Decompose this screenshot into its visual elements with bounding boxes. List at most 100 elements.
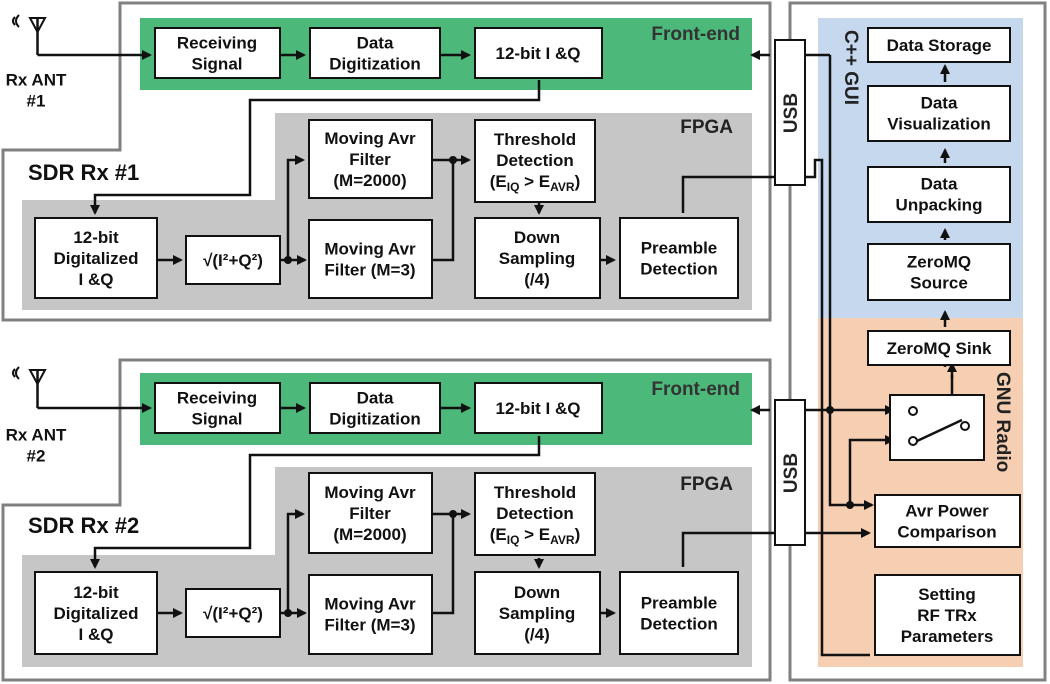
rx1-preamble-line-1: Detection	[640, 260, 717, 279]
gnuradio-label: GNU Radio	[992, 372, 1013, 472]
rx2-mavr_2000-line-2: (M=2000)	[333, 525, 406, 544]
rx2-digitalized-line-1: Digitalized	[53, 604, 138, 623]
rx2-iq12-block	[474, 382, 603, 434]
gnuradio-zeromq_sink-line-0: ZeroMQ Sink	[887, 339, 992, 358]
rx1-usb-connector	[774, 39, 806, 186]
rx2-receiving-signal-block	[154, 382, 281, 434]
rx2-digitalized-block	[34, 571, 158, 655]
rx1-mavr2000-block	[308, 119, 433, 199]
rx2-preamble-line-0: Preamble	[641, 594, 718, 613]
rx2-antenna-line-1: #2	[27, 447, 46, 466]
rx1-antenna-label: Rx ANT#1	[6, 71, 67, 111]
host-wires	[805, 53, 967, 657]
rx1-title: SDR Rx #1	[28, 160, 139, 185]
sdr-rx2-outline	[1, 358, 772, 682]
gui-data_unpacking-line-1: Unpacking	[896, 196, 983, 215]
rx2-antenna-label: Rx ANT #2	[6, 426, 67, 466]
rx1-data_digitization-line-0: Data	[357, 34, 394, 53]
rx1-digitalized-line-0: 12-bit	[73, 228, 119, 247]
rx1-data-digitization-block	[309, 27, 441, 79]
gui-data_unpacking-line-0: Data	[921, 175, 958, 194]
rx2-down_sampling-line-1: Sampling	[499, 604, 576, 623]
rx1-sqrt-block	[185, 235, 281, 285]
gnuradio-setting_rf-line-0: Setting	[918, 585, 976, 604]
rx1-digitalized-block	[34, 217, 158, 299]
rx2-sqrt-line-0: √(I²+Q²)	[203, 604, 263, 623]
rx1-downsampling-block	[474, 217, 601, 299]
rx1-receiving_signal-line-0: Receiving	[177, 34, 257, 53]
data-visualization-block	[867, 85, 1011, 142]
rx2-frontend-label: Front-end	[651, 379, 740, 400]
gui-label: C++ GUI	[840, 30, 861, 105]
rx2-digitalized-line-0: 12-bit	[73, 583, 119, 602]
zeromq-sink-block	[867, 330, 1011, 366]
rx2-mavr_2000-line-0: Moving Avr	[324, 483, 416, 502]
svg-text:Data Storage: Data Storage	[887, 36, 992, 55]
rx2-threshold-block	[474, 472, 596, 556]
rx1-mavr_3-line-0: Moving Avr	[324, 240, 416, 259]
rx2-antenna-icon	[12, 366, 47, 408]
rx2-fpga-label: FPGA	[680, 474, 733, 495]
rx1-down_sampling-line-2: (/4)	[524, 270, 550, 289]
rx2-preamble-line-1: Detection	[640, 615, 717, 634]
rx2-mavr_2000-line-1: Filter	[349, 504, 391, 523]
svg-text:12-bit I &Q: 12-bit I &Q	[495, 399, 580, 418]
rx2-sqrt-block	[185, 588, 281, 638]
svg-text:12-bit I &Q: 12-bit I &Q	[495, 44, 580, 63]
gui-zeromq_source-line-1: Source	[910, 274, 968, 293]
rx2-data_digitization-line-0: Data	[357, 389, 394, 408]
rx2-threshold-line-1: Detection	[496, 504, 573, 523]
rx1-receiving_signal-line-1: Signal	[191, 55, 242, 74]
switch-icon	[889, 394, 985, 461]
rx1-antenna-icon	[12, 14, 47, 55]
rx2-data-digitization-block	[309, 382, 441, 434]
rx2-receiving_signal-line-0: Receiving	[177, 389, 257, 408]
rx2-mavr3-block	[308, 574, 433, 655]
rx2-mavr_3-line-1: Filter (M=3)	[324, 616, 415, 635]
rx1-mavr_2000-line-2: (M=2000)	[333, 171, 406, 190]
rx1-threshold-line-0: Threshold	[494, 130, 576, 149]
rx2-wires	[37, 403, 775, 618]
data-unpacking-block	[867, 166, 1011, 223]
rx2-preamble-block	[619, 571, 739, 655]
rx2-threshold-line-0: Threshold	[494, 483, 576, 502]
rx2-antenna-line-0: Rx ANT	[6, 426, 67, 445]
rx1-digitalized-line-1: Digitalized	[53, 249, 138, 268]
rx1-down_sampling-line-1: Sampling	[499, 249, 576, 268]
rx2-down_sampling-line-2: (/4)	[524, 625, 550, 644]
rx1-mavr_2000-line-1: Filter	[349, 150, 391, 169]
zeromq-source-block	[867, 243, 1011, 301]
gui-data_visualization-line-1: Visualization	[887, 115, 991, 134]
svg-text:√(I²+Q²): √(I²+Q²)	[203, 251, 263, 270]
rx1-iq12-line-0: 12-bit I &Q	[495, 44, 580, 63]
rx1-sqrt-line-0: √(I²+Q²)	[203, 251, 263, 270]
rx1-down_sampling-line-0: Down	[514, 228, 560, 247]
gui-zeromq_source-line-0: ZeroMQ	[907, 253, 971, 272]
rx1-data_digitization-line-1: Digitization	[329, 55, 421, 74]
rx1-threshold-block	[474, 119, 596, 203]
rx2-mavr2000-block	[308, 472, 433, 554]
rx1-receiving-signal-block	[154, 27, 281, 79]
rx1-antenna-line-0: Rx ANT	[6, 71, 67, 90]
rx2-data_digitization-line-1: Digitization	[329, 410, 421, 429]
rx1-iq12-block	[474, 27, 603, 79]
